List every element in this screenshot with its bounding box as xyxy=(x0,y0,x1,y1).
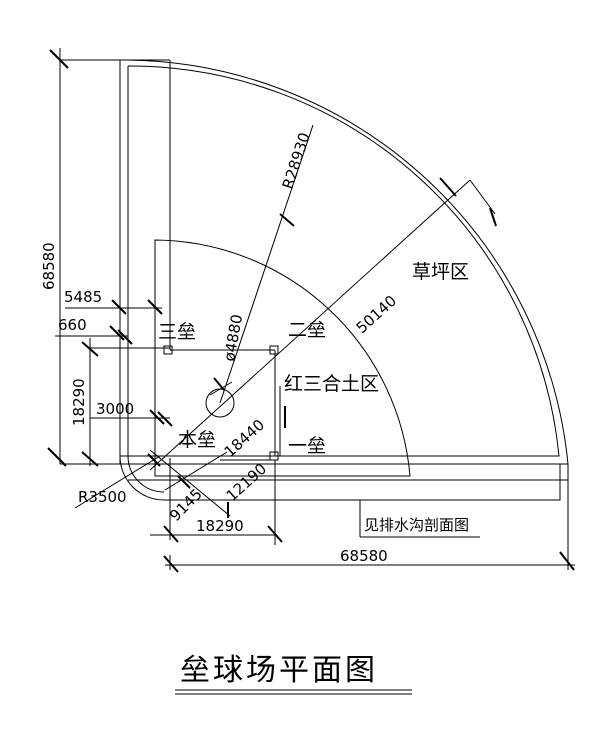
drainage-strip xyxy=(119,455,568,501)
bottom-total-label: 68580 xyxy=(340,547,388,565)
mound-dimension-leader xyxy=(209,377,233,396)
left-3000-label: 3000 xyxy=(96,400,134,418)
grass-zone-label: 草坪区 xyxy=(412,261,469,283)
home-radius-leader xyxy=(74,453,161,509)
clay-zone-label: 红三合土区 xyxy=(284,373,379,395)
drainage-note-leader xyxy=(359,500,480,538)
title-underline xyxy=(175,689,412,695)
mound-diameter-label: ø4880 xyxy=(220,313,246,363)
field-outer-boundary xyxy=(60,59,569,465)
left-660-label: 660 xyxy=(58,316,87,334)
infield-clay-area xyxy=(154,239,411,477)
second-base-label: 二垒 xyxy=(288,319,326,341)
home-radius-label: R3500 xyxy=(78,488,127,506)
outfield-radius-label: R28930 xyxy=(279,130,314,191)
diagonal-mid-label: 18440 xyxy=(221,416,269,461)
drainage-note: 见排水沟剖面图 xyxy=(364,516,469,534)
bottom-dimension-lines xyxy=(149,449,575,573)
drawing-title: 垒球场平面图 xyxy=(180,653,378,688)
third-base-label: 三垒 xyxy=(158,321,196,343)
outfield-radius-leader xyxy=(219,124,314,404)
left-total-label: 68580 xyxy=(40,242,58,290)
first-base-label: 一垒 xyxy=(288,435,326,457)
left-dimension-lines xyxy=(47,48,173,467)
diagonal-long-label: 50140 xyxy=(353,292,401,337)
base-diamond xyxy=(163,345,279,461)
diagonal-centerline xyxy=(149,177,497,471)
left-18290-label: 18290 xyxy=(70,378,88,426)
home-plate-label: 本垒 xyxy=(178,429,216,451)
diagonal-short-label: 12190 xyxy=(223,460,271,505)
bottom-18290-label: 18290 xyxy=(196,517,244,535)
left-5485-label: 5485 xyxy=(64,288,102,306)
